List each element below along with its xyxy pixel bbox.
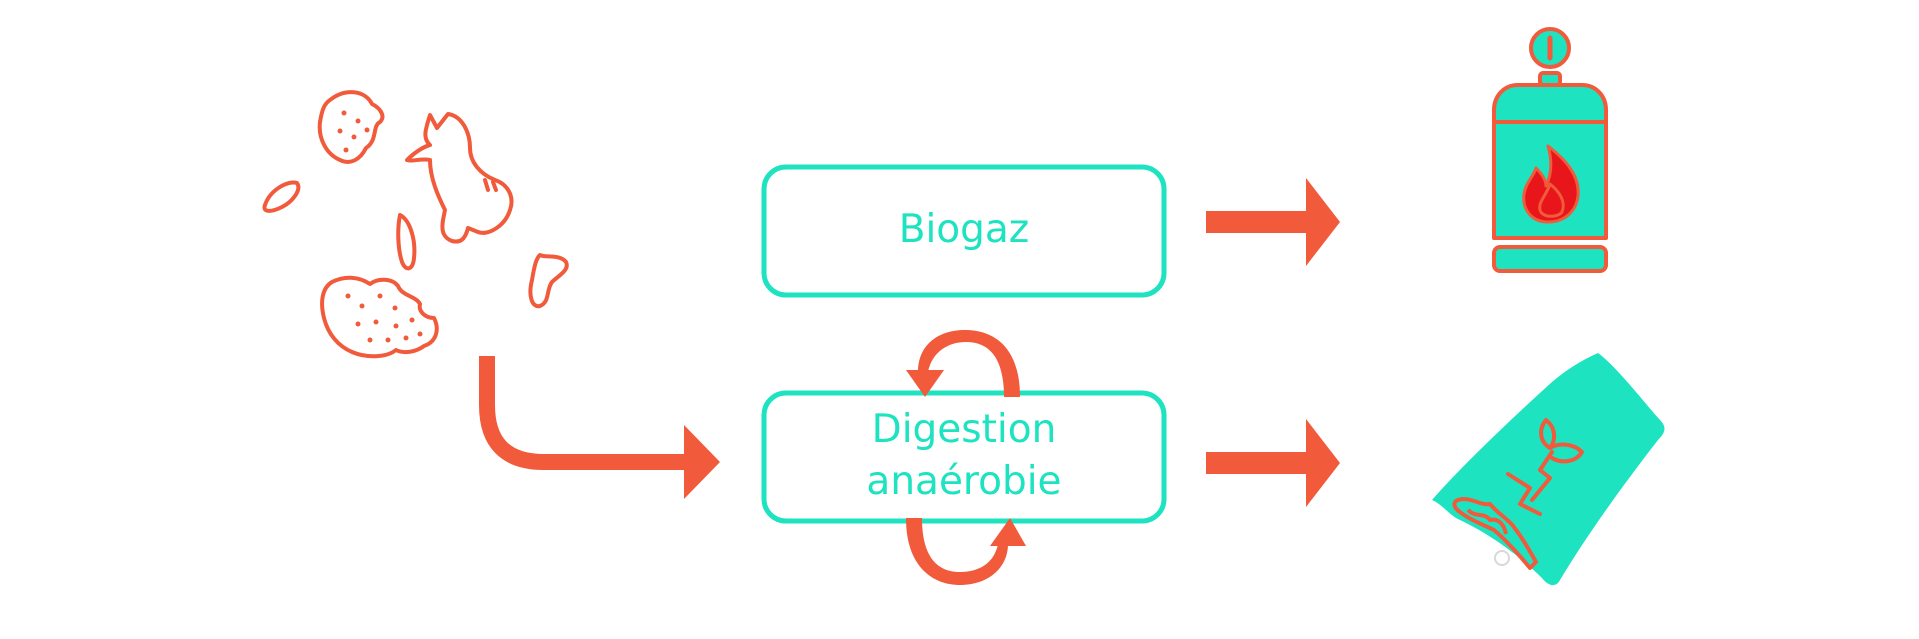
arrow-to-fertilizer — [1206, 419, 1340, 507]
arrow-to-gas-cylinder — [1206, 178, 1340, 266]
digestion-box — [761, 390, 1167, 524]
fertilizer-bag-icon — [1432, 353, 1665, 586]
digestion-label-line2: anaérobie — [866, 459, 1062, 504]
digestion-label: Digestion anaérobie — [764, 404, 1164, 508]
input-arrow — [479, 356, 720, 499]
digestion-label-line1: Digestion — [871, 407, 1057, 452]
food-waste-icon — [262, 90, 569, 359]
circular-arrows-icon — [906, 330, 1026, 585]
biogaz-box — [761, 164, 1167, 298]
gas-cylinder-flame-icon — [1492, 27, 1608, 273]
biogaz-label: Biogaz — [898, 207, 1030, 252]
